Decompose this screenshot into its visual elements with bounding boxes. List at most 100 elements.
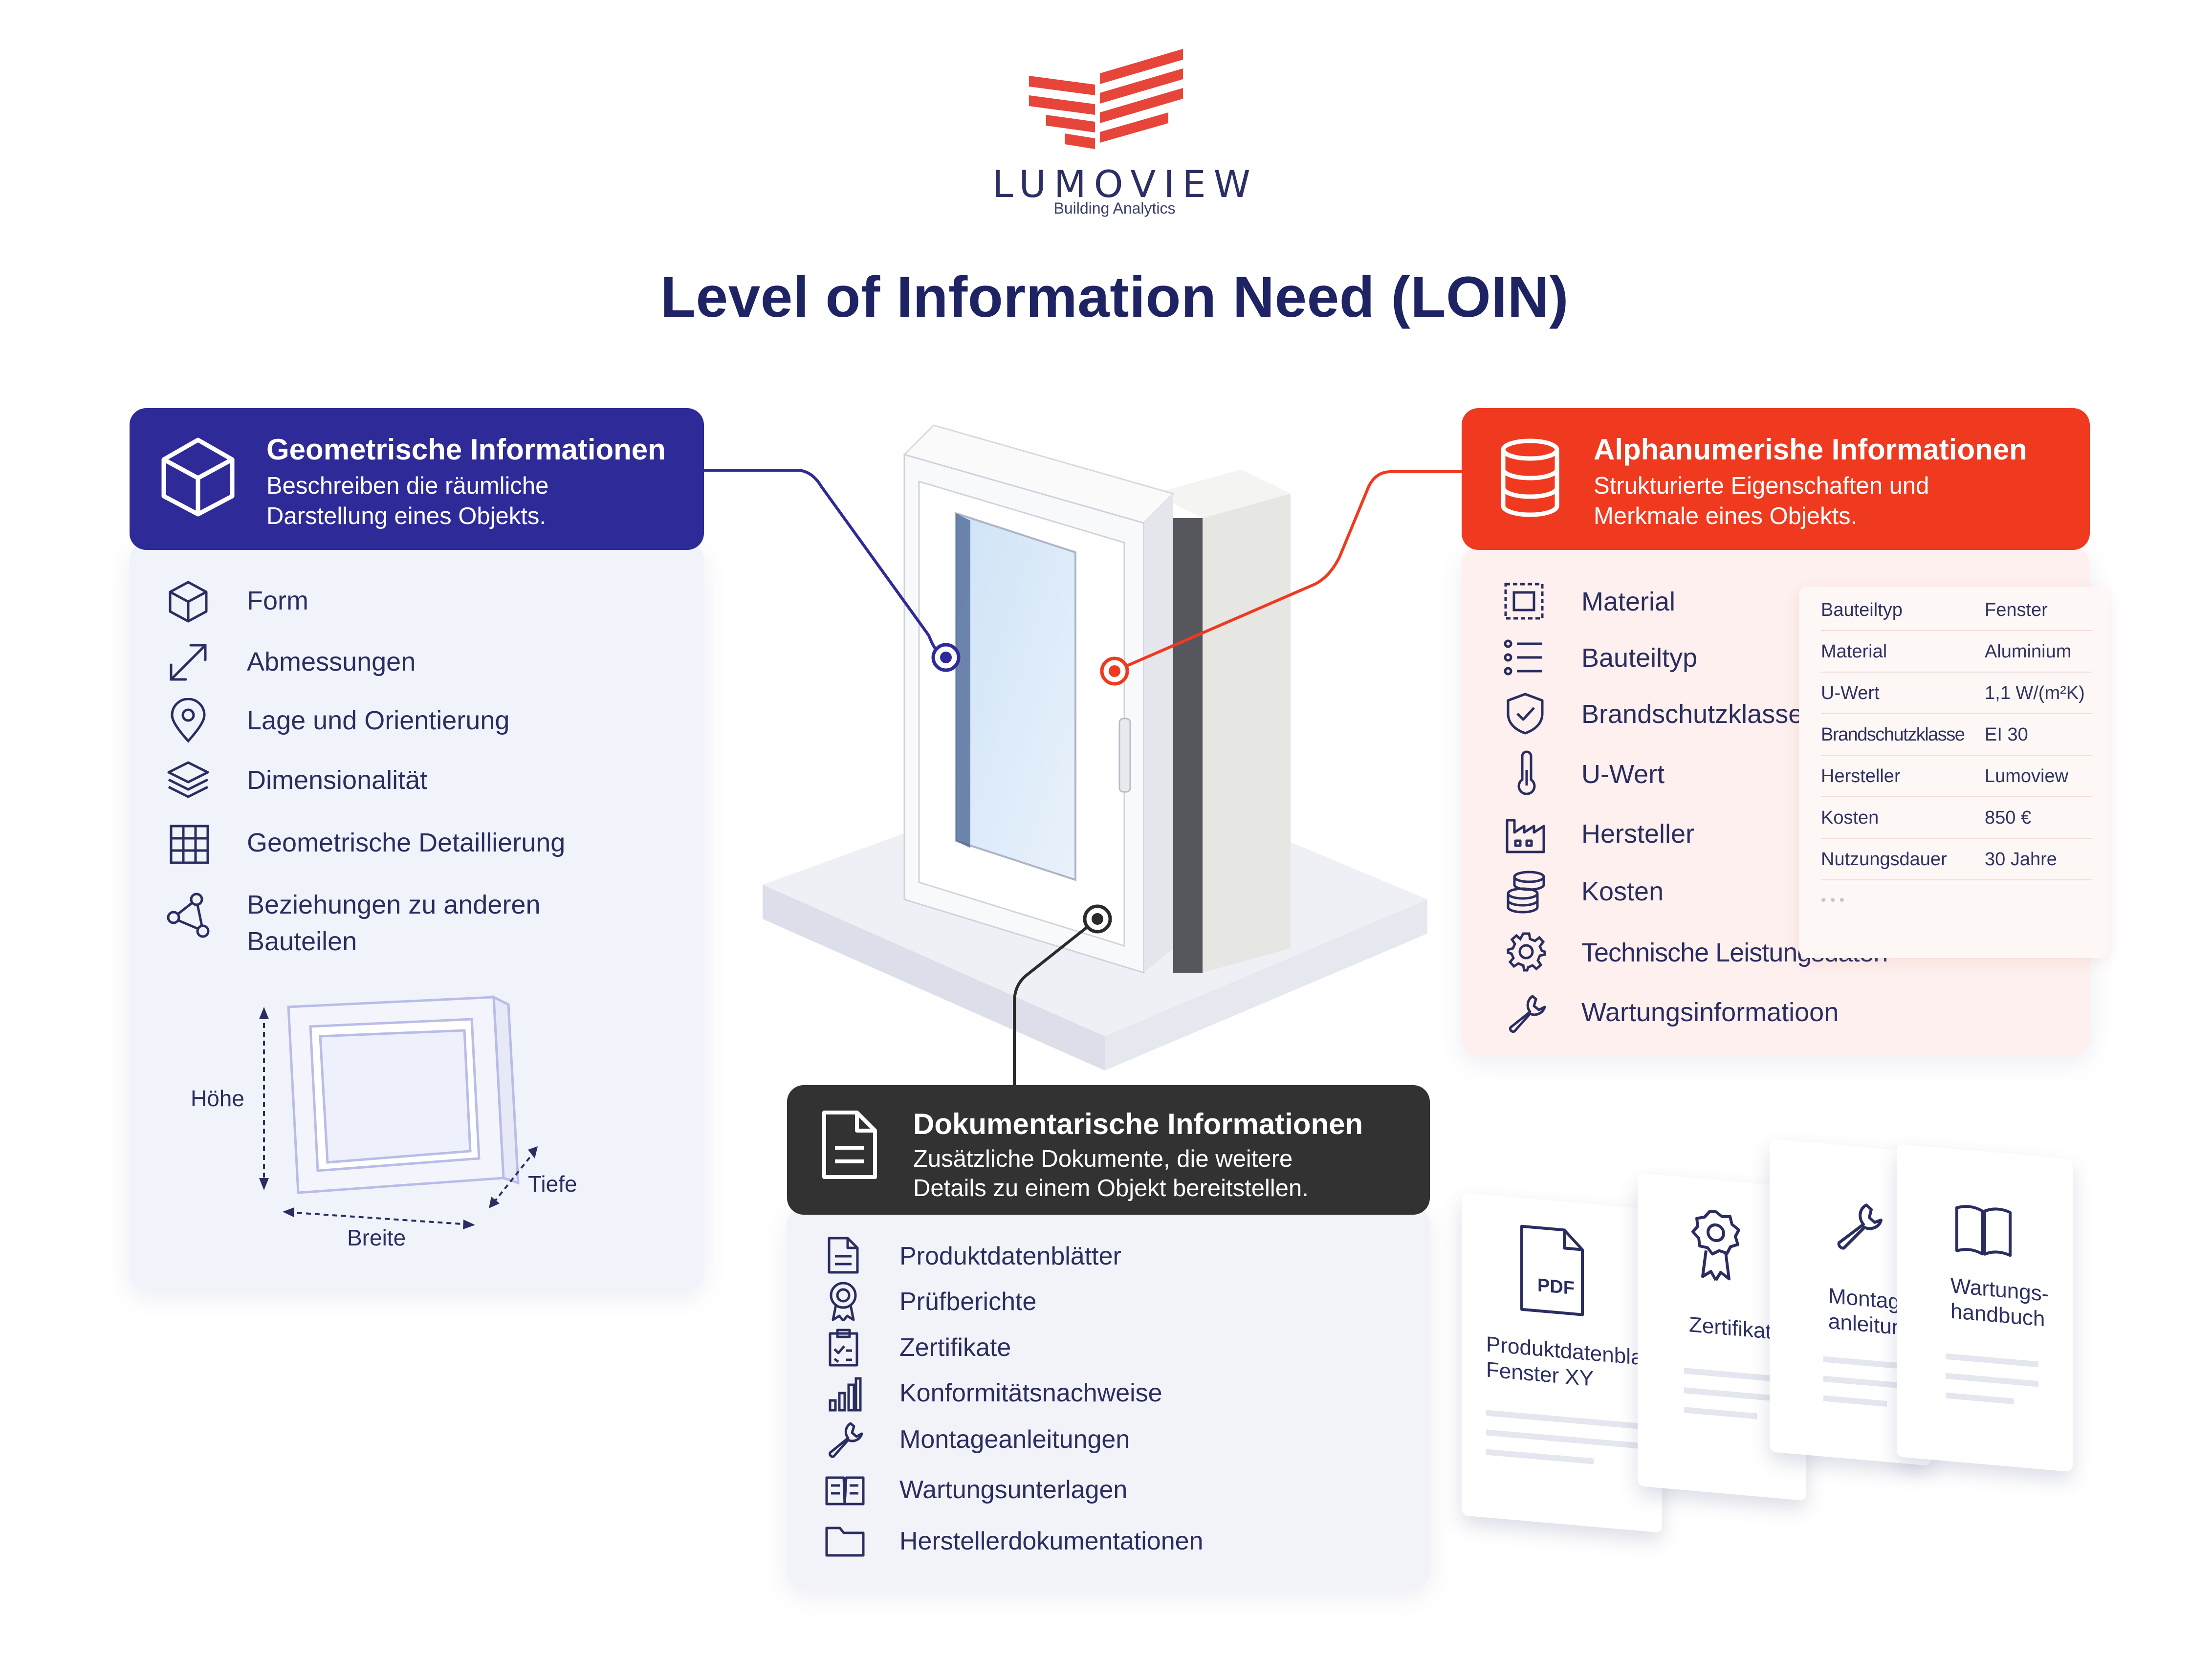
property-value: 850 €: [1985, 808, 2032, 828]
brand-tagline: Building Analytics: [1053, 199, 1176, 217]
document-card-datasheet[interactable]: PDF Produktdatenblatt Fenster XY: [1462, 1193, 1662, 1533]
documentary-item-datasheets: Produktdatenblätter: [899, 1242, 1121, 1270]
property-row: Hersteller Lumoview: [1821, 755, 2092, 797]
network-icon: [167, 893, 210, 938]
geometric-item-dimensions: Abmessungen: [247, 647, 416, 677]
alphanumeric-item-material: Material: [1581, 587, 1676, 616]
property-value: 30 Jahre: [1985, 849, 2057, 870]
document-card-manual[interactable]: Wartungs- handbuch: [1897, 1144, 2073, 1472]
alphanumeric-item-costs: Kosten: [1581, 877, 1664, 906]
alphanumeric-item-manufacturer: Hersteller: [1581, 819, 1695, 849]
property-row: Brandschutzklasse EI 30: [1821, 714, 2092, 756]
coins-icon: [1507, 871, 1545, 914]
alphanumeric-header: Alphanumerishe Informationen Strukturier…: [1462, 408, 2090, 550]
geometric-title: Geometrische Informationen: [266, 433, 666, 466]
pdf-file-icon: [1520, 1224, 1584, 1316]
wrench-icon: [1509, 995, 1546, 1033]
more-indicator: • • •: [1821, 892, 1845, 908]
geometric-item-relations-1: Beziehungen zu anderen: [247, 890, 541, 919]
property-key: Kosten: [1821, 808, 1879, 828]
dimension-illustration: [259, 995, 538, 1229]
window-frame: [903, 424, 1175, 974]
logo-mark: [1029, 49, 1183, 149]
property-key: U-Wert: [1821, 683, 1880, 703]
property-key: Nutzungsdauer: [1821, 849, 1947, 870]
book-icon: [1955, 1205, 2012, 1257]
depth-label: Tiefe: [528, 1171, 577, 1197]
property-value: 1,1 W/(m²K): [1985, 683, 2085, 703]
alphanumeric-item-type: Bauteiltyp: [1581, 643, 1698, 673]
documentary-panel: [787, 1207, 1430, 1589]
property-key: Brandschutzklasse: [1821, 724, 1965, 745]
pdf-badge: PDF: [1537, 1275, 1575, 1299]
alphanumeric-description-1: Strukturierte Eigenschaften und: [1594, 473, 1929, 499]
geometric-header: Geometrische Informationen Beschreiben d…: [130, 408, 704, 550]
alphanumeric-item-fire-class: Brandschutzklasse: [1581, 699, 1803, 729]
documentary-item-maintenance: Wartungsunterlagen: [899, 1476, 1128, 1504]
property-value: Aluminium: [1985, 641, 2072, 662]
geometric-item-form: Form: [247, 586, 308, 615]
property-key: Hersteller: [1821, 766, 1901, 786]
document-card-certificate[interactable]: Zertifikat: [1638, 1173, 1806, 1501]
thermometer-icon: [1517, 750, 1536, 795]
documentary-item-test-reports: Prüfberichte: [899, 1288, 1037, 1316]
property-row: Material Aluminium: [1821, 631, 2092, 673]
wrench-icon: [829, 1422, 863, 1458]
documentary-item-manufacturer-docs: Herstellerdokumentationen: [899, 1527, 1204, 1555]
geometric-description-2: Darstellung eines Objekts.: [266, 503, 546, 529]
property-row: Bauteiltyp Fenster: [1821, 589, 2092, 631]
property-table: Bauteiltyp Fenster Material Aluminium U-…: [1799, 587, 2109, 958]
location-pin-icon: [171, 698, 206, 743]
page-title: Level of Information Need (LOIN): [660, 265, 1569, 329]
award-icon: [830, 1282, 857, 1322]
documentary-description-2: Details zu einem Objekt bereitstellen.: [913, 1175, 1309, 1201]
documentary-title: Dokumentarische Informationen: [913, 1108, 1363, 1140]
geometric-item-location: Lage und Orientierung: [247, 706, 510, 735]
height-label: Höhe: [191, 1086, 244, 1111]
documentary-item-assembly: Montageanleitungen: [899, 1425, 1130, 1454]
geometric-item-dimensionality: Dimensionalität: [247, 765, 428, 795]
documentary-header: Dokumentarische Informationen Zusätzlich…: [787, 1085, 1430, 1215]
database-icon: [1501, 438, 1559, 517]
card-certificate-label: Zertifikat: [1689, 1312, 1772, 1344]
bar-chart-icon: [829, 1377, 862, 1412]
property-key: Bauteiltyp: [1821, 600, 1903, 620]
property-row: Kosten 850 €: [1821, 797, 2092, 839]
alphanumeric-item-maintenance: Wartungsinformatioon: [1581, 998, 1839, 1027]
shield-icon: [1507, 693, 1544, 735]
property-key: Material: [1821, 641, 1887, 662]
wrench-icon: [1837, 1203, 1883, 1250]
material-icon: [1504, 583, 1544, 620]
alphanumeric-item-u-value: U-Wert: [1581, 760, 1664, 789]
layers-icon: [167, 761, 209, 798]
property-value: EI 30: [1985, 724, 2028, 745]
checklist-icon: [829, 1329, 858, 1367]
certificate-icon: [1691, 1210, 1740, 1281]
documentary-item-conformity: Konformitätsnachweise: [899, 1379, 1162, 1407]
document-icon: [822, 1111, 877, 1179]
geometric-item-relations-2: Bauteilen: [247, 927, 357, 956]
geometric-description-1: Beschreiben die räumliche: [266, 473, 549, 499]
wall-section: [1154, 469, 1291, 973]
geometric-item-detailing: Geometrische Detaillierung: [247, 828, 566, 857]
alphanumeric-description-2: Merkmale eines Objekts.: [1594, 503, 1858, 529]
property-row: U-Wert 1,1 W/(m²K): [1821, 672, 2092, 714]
grid-icon: [170, 825, 209, 864]
list-icon: [1504, 639, 1542, 676]
diagonal-arrow-icon: [170, 644, 207, 681]
documentary-description-1: Zusätzliche Dokumente, die weitere: [913, 1146, 1293, 1172]
document-card-assembly[interactable]: Montage- anleitung: [1770, 1139, 1931, 1466]
datasheet-icon: [828, 1237, 859, 1274]
connector-documentary: [1013, 917, 1098, 1086]
width-label: Breite: [347, 1225, 406, 1250]
folder-icon: [825, 1527, 865, 1557]
alphanumeric-title: Alphanumerishe Informationen: [1594, 433, 2027, 466]
cube-icon: [169, 581, 208, 623]
open-book-icon: [825, 1476, 865, 1506]
gear-icon: [1507, 932, 1546, 972]
documentary-item-certificates: Zertifikate: [899, 1333, 1011, 1362]
factory-icon: [1506, 819, 1545, 853]
property-value: Fenster: [1985, 600, 2048, 620]
cube-icon: [161, 437, 235, 517]
